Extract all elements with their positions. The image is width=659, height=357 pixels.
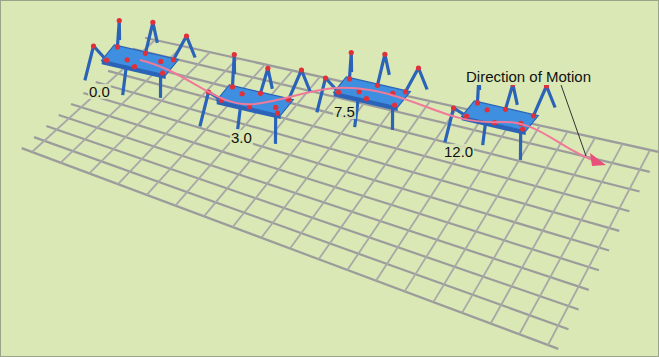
robot-leg — [349, 53, 351, 79]
robot-joint — [464, 114, 469, 119]
robot-joint — [232, 52, 237, 57]
robot-joint — [485, 107, 490, 112]
robot-body-side — [462, 116, 526, 135]
robot-joint — [117, 18, 122, 23]
robot-joint — [375, 83, 380, 88]
leader-line — [560, 82, 586, 156]
robot-leg — [173, 36, 195, 60]
robot-joint — [520, 126, 525, 131]
robot-leg — [260, 68, 272, 93]
robot-leg — [533, 86, 555, 116]
robot-joint — [125, 57, 130, 62]
hexapod-robot — [200, 52, 310, 144]
robot-joint — [349, 50, 354, 55]
grid-rod — [147, 64, 265, 194]
grid-rod — [491, 138, 595, 324]
robot-joint — [104, 58, 109, 63]
robot-joint — [531, 113, 536, 118]
robot-joint — [403, 89, 408, 94]
robot-joint — [451, 105, 456, 110]
motion-path — [140, 60, 598, 162]
robot-joint — [171, 57, 176, 62]
time-label: 3.0 — [230, 130, 253, 145]
robot-joint — [299, 67, 304, 72]
robot-joint — [323, 75, 328, 80]
robot-joint — [160, 70, 165, 75]
robot-joint — [150, 20, 155, 25]
robot-leg — [377, 54, 389, 85]
grid-rod — [347, 107, 457, 270]
robot-leg — [117, 21, 119, 47]
robots — [85, 18, 555, 160]
robot-joint — [357, 89, 362, 94]
grid-rod — [290, 95, 403, 249]
robot-joint — [265, 66, 270, 71]
robot-leg — [232, 55, 234, 87]
robot-joint — [115, 44, 120, 49]
robot-leg — [405, 68, 427, 92]
grid-rod — [433, 126, 540, 303]
grid-rod — [133, 49, 650, 172]
grid-rod — [83, 93, 609, 251]
time-label: 12.0 — [443, 144, 474, 159]
grid-rod — [319, 101, 430, 259]
robot-joint — [143, 51, 148, 56]
robot-joint — [336, 90, 341, 95]
grid-rod — [405, 119, 513, 291]
robot-leg — [505, 84, 517, 109]
grid-rod — [118, 58, 238, 184]
robot-joint — [347, 76, 352, 81]
robot-joint — [475, 100, 480, 105]
robot-joint — [275, 110, 280, 115]
grid-rod — [175, 71, 292, 206]
robot-joint — [230, 84, 235, 89]
direction-label: Direction of Motion — [464, 68, 593, 85]
grid-rod — [548, 150, 650, 345]
grid-rod — [376, 113, 485, 280]
robot-joint — [240, 91, 245, 96]
time-label: 0.0 — [88, 84, 111, 99]
robot-body-side — [217, 100, 281, 119]
robot-joint — [503, 107, 508, 112]
grid-rod — [519, 144, 622, 334]
robot-body-side — [102, 60, 166, 79]
robot-joint — [158, 59, 163, 64]
grid-rod — [462, 132, 568, 313]
robot-joint — [273, 105, 278, 110]
robot-joint — [132, 64, 137, 69]
robot-joint — [392, 102, 397, 107]
grid-terrain — [22, 38, 659, 349]
robot-joint — [258, 91, 263, 96]
robot-joint — [416, 65, 421, 70]
robot-leg — [145, 22, 157, 53]
robot-joint — [382, 52, 387, 57]
robot-leg — [445, 108, 467, 142]
motion-arrowhead — [590, 153, 606, 166]
robot-joint — [91, 43, 96, 48]
robot-joint — [184, 33, 189, 38]
robot-joint — [364, 96, 369, 101]
time-label: 7.5 — [333, 104, 356, 119]
